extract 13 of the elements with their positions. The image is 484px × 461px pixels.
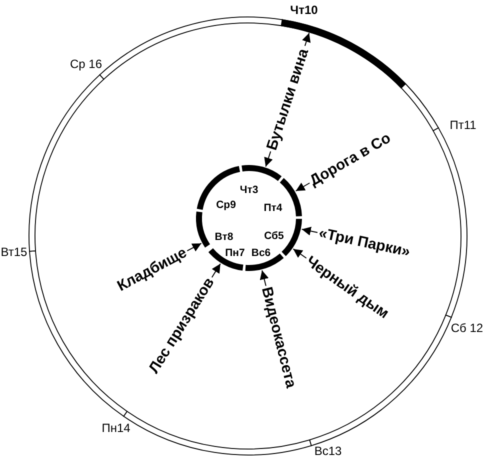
arrow	[264, 150, 273, 168]
arrow	[292, 248, 307, 259]
arrow	[186, 242, 202, 252]
day-segment: Вс6	[245, 247, 284, 271]
day-segment: Ср9	[196, 166, 240, 211]
arrow	[295, 182, 310, 192]
day-segment: Пн7	[208, 247, 245, 271]
arrow	[301, 226, 318, 236]
arrow	[260, 270, 269, 286]
event-label: «Три Парки»	[318, 224, 412, 261]
day-segment: Вт8	[196, 212, 234, 248]
arrow	[302, 32, 311, 46]
arrow	[211, 263, 221, 278]
